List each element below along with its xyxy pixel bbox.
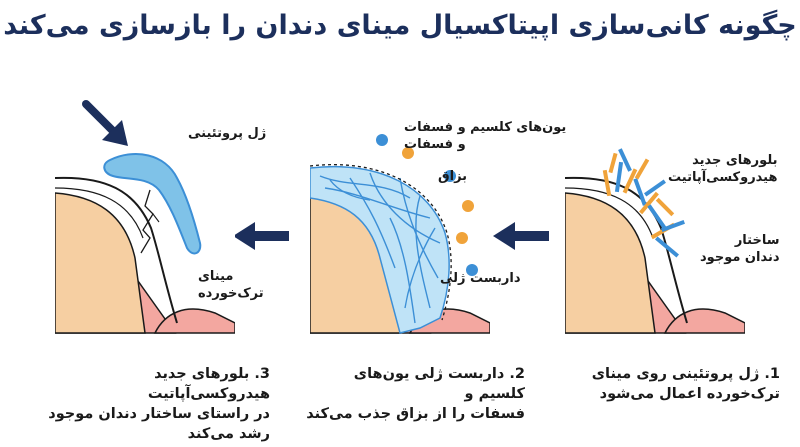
- label-gel-scaffold: داربست ژلی: [440, 271, 521, 286]
- panel-gel-scaffold: [310, 118, 490, 348]
- protein-gel-blob: [103, 153, 202, 255]
- tooth-with-crystals-illustration: [565, 118, 745, 348]
- caption-step-2: 2. داربست ژلی یون‌های کلسیم و فسفات را ا…: [306, 366, 525, 422]
- caption-step-1: 1. ژل پروتئینی روی مینای ترک‌خورده اعمال…: [591, 366, 780, 402]
- tooth-with-gel-illustration: [55, 118, 235, 348]
- scaffold-mesh: [319, 172, 441, 324]
- panel-crystal-growth: [565, 118, 745, 348]
- arrow-down-right-icon: [82, 100, 128, 146]
- tooth-with-scaffold-illustration: [310, 118, 490, 348]
- panel-gel-application: [55, 118, 235, 348]
- label-cracked-enamel: مینای ترک‌خورده: [198, 269, 264, 301]
- label-calcium-phosphate-ions: یون‌های کلسیم و فسفات و فسفات: [404, 120, 567, 152]
- hydroxyapatite-crystals: [602, 148, 685, 258]
- caption-step-3: 3. بلورهای جدید هیدروکسی‌آپاتیت در راستا…: [48, 366, 270, 442]
- ion-particles: [376, 134, 478, 276]
- label-new-crystals: بلورهای جدید هیدروکسی‌آپاتیت: [668, 153, 778, 185]
- page-title: چگونه کانی‌سازی اپیتاکسیال مینای دندان ر…: [3, 10, 797, 41]
- label-protein-gel: ژل پروتئینی: [188, 126, 267, 141]
- label-existing-structure: ساختار دندان موجود: [700, 233, 780, 265]
- label-saliva: بزاق: [438, 169, 468, 184]
- arrow-left-icon: [493, 222, 549, 250]
- arrow-left-icon: [233, 222, 289, 250]
